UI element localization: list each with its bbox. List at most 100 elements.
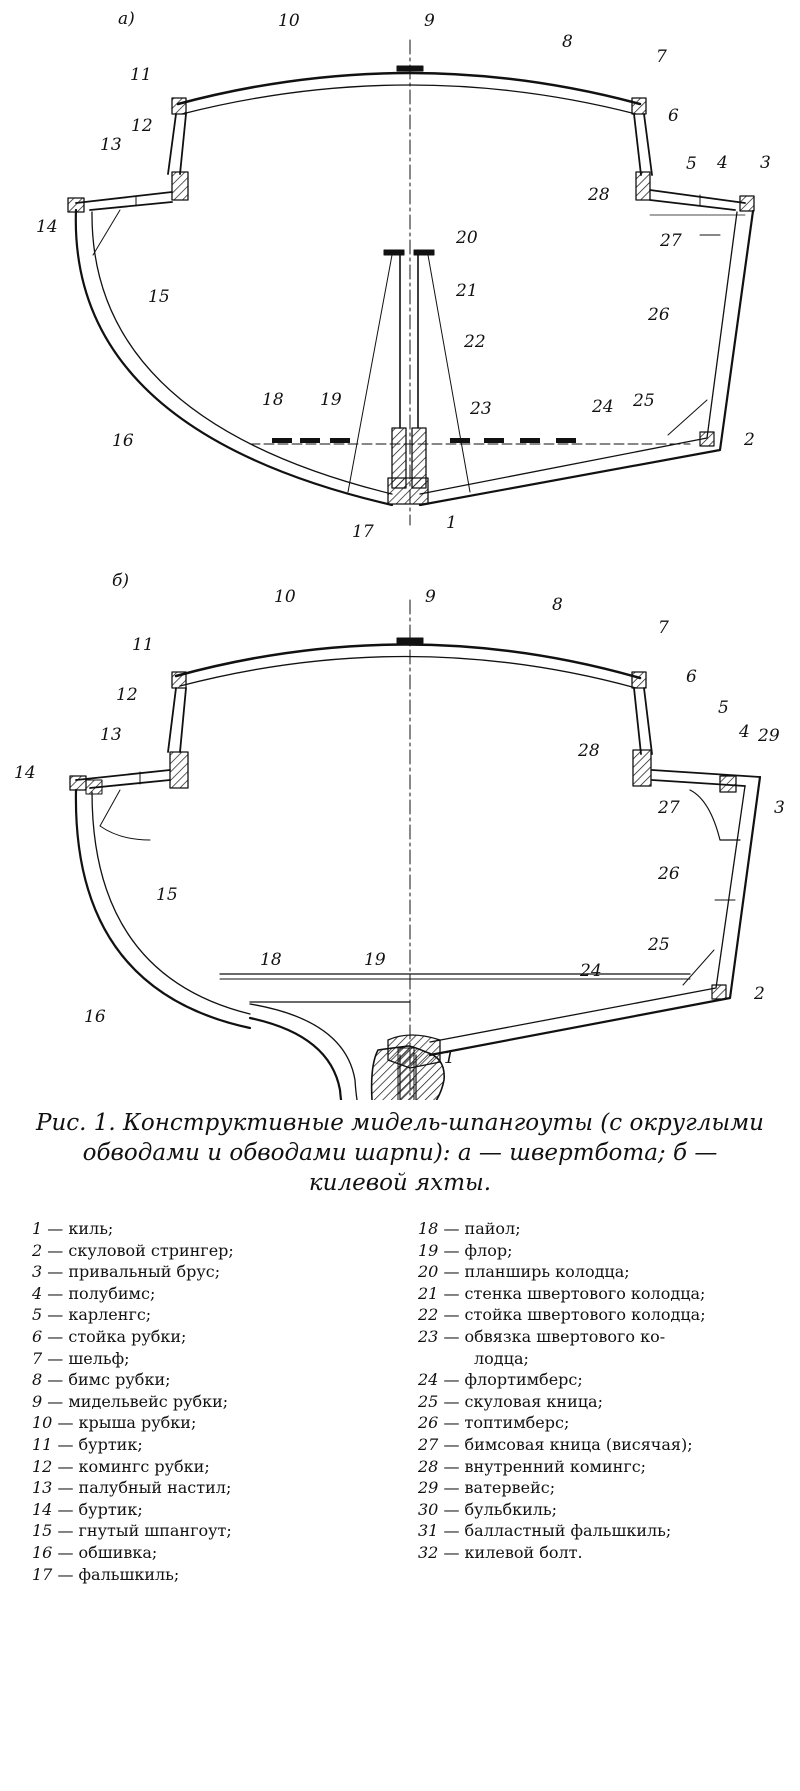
label-b-2: 2 [753, 984, 765, 1004]
label-b-1: 1 [444, 1048, 455, 1068]
legend-text: — киль; [42, 1219, 114, 1238]
label-b-15: 15 [156, 885, 178, 905]
legend-text: — флор; [438, 1240, 513, 1260]
label-a-24: 24 [591, 397, 614, 417]
legend-text: — крыша рубки; [52, 1413, 197, 1433]
legend-item: 25 — скуловая кница; [418, 1391, 788, 1413]
legend-item: 11 — буртик; [32, 1434, 412, 1456]
legend-item: 24 — флортимберс; [418, 1369, 788, 1391]
caption-line-2: обводами и обводами шарпи): а — швертбот… [82, 1140, 718, 1166]
legend-number: 5 [32, 1305, 43, 1325]
legend-item: 28 — внутренний комингс; [418, 1456, 788, 1478]
legend-number: 15 [32, 1521, 53, 1541]
label-b-13: 13 [100, 725, 122, 745]
caption-line-1: Рис. 1. Конструктивные мидель-шпангоуты … [36, 1110, 764, 1136]
label-b-25: 25 [647, 935, 670, 955]
legend-number: 27 [418, 1434, 439, 1454]
legend-text: — шельф; [42, 1348, 130, 1368]
legend-item: 17 — фальшкиль; [32, 1564, 412, 1586]
label-b-4: 4 [738, 722, 750, 742]
label-b-6: 6 [686, 667, 697, 687]
legend-item: 15 — гнутый шпангоут; [32, 1520, 412, 1542]
labels-a: а) 10 9 8 7 6 5 4 3 28 27 26 25 24 2 11 … [36, 9, 771, 542]
legend-number: 4 [32, 1283, 43, 1303]
label-a-4: 4 [716, 153, 728, 173]
legend-text: — полубимс; [42, 1283, 156, 1303]
legend-text: — палубный настил; [52, 1478, 232, 1498]
legend-right-column: 18 — пайол;19 — флор;20 — планширь колод… [418, 1218, 788, 1564]
label-a-3: 3 [760, 153, 771, 173]
legend-number: 2 [32, 1240, 43, 1260]
hull-round-a [74, 208, 394, 507]
legend-text: — привальный брус; [42, 1262, 221, 1282]
hull-section-diagram: а) 10 9 8 7 6 5 4 3 28 27 26 25 24 2 11 … [14, 9, 785, 1100]
legend-text: — флортимберс; [438, 1370, 583, 1390]
label-a-23: 23 [469, 399, 492, 419]
legend-number: 24 [418, 1370, 439, 1390]
legend-text: — комингс рубки; [52, 1456, 210, 1476]
label-b-12: 12 [116, 685, 138, 705]
label-a-8: 8 [562, 32, 573, 52]
legend-item: 21 — стенка швертового колодца; [418, 1283, 788, 1305]
legend-text: — скуловой стрингер; [42, 1240, 234, 1260]
caption-line-3: килевой яхты. [308, 1170, 492, 1196]
label-b-19: 19 [364, 950, 386, 970]
legend-number: 23 [418, 1326, 439, 1346]
legend-text: — стенка швертового колодца; [438, 1283, 706, 1303]
legend-number: 14 [32, 1499, 53, 1519]
hull-sharpie-a [418, 209, 755, 507]
legend-item: 2 — скуловой стрингер; [32, 1240, 412, 1262]
legend-text: — килевой болт. [438, 1542, 583, 1562]
label-b-28: 28 [577, 741, 600, 761]
legend-text: — топтимберс; [438, 1413, 570, 1433]
legend-text: — обшивка; [52, 1542, 158, 1562]
legend-number: 9 [32, 1391, 43, 1411]
legend-text: лодца; [474, 1348, 529, 1368]
cabin-roof-a [176, 71, 642, 106]
legend-number: 21 [418, 1283, 439, 1303]
label-b-7: 7 [658, 618, 669, 638]
legend-text: — балластный фальшкиль; [438, 1521, 672, 1541]
legend-text: — мидельвейс рубки; [42, 1391, 229, 1411]
legend-text: — гнутый шпангоут; [52, 1521, 232, 1541]
label-b-8: 8 [552, 595, 563, 615]
legend-item: 22 — стойка швертового колодца; [418, 1304, 788, 1326]
legend-number: 26 [418, 1413, 439, 1433]
label-a-10: 10 [278, 11, 300, 31]
label-a-1: 1 [446, 513, 457, 533]
label-a-9: 9 [424, 11, 435, 31]
legend-left-column: 1 — киль; 2 — скуловой стрингер;3 — прива… [32, 1218, 412, 1585]
legend-number: 30 [418, 1499, 439, 1519]
legend-item: 10 — крыша рубки; [32, 1412, 412, 1434]
legend-item: 8 — бимс рубки; [32, 1369, 412, 1391]
legend-item: 14 — буртик; [32, 1499, 412, 1521]
legend-text: — ватервейс; [438, 1478, 556, 1498]
legend-item: 19 — флор; [418, 1240, 788, 1262]
label-a-7: 7 [656, 47, 667, 67]
legend-number: 1 [32, 1219, 43, 1238]
hull-sharpie-b [428, 775, 762, 1057]
legend-text: — буртик; [52, 1434, 143, 1454]
legend-number: 32 [418, 1542, 439, 1562]
legend-number: 10 [32, 1413, 53, 1433]
legend-item: лодца; [418, 1348, 788, 1370]
legend-text: — пайол; [438, 1219, 521, 1238]
legend-number: 3 [32, 1262, 43, 1282]
legend-item: 7 — шельф; [32, 1348, 412, 1370]
label-a-11: 11 [130, 65, 152, 85]
label-a-14: 14 [36, 217, 58, 237]
label-a-6: 6 [668, 106, 679, 126]
legend-item: 32 — килевой болт. [418, 1542, 788, 1564]
legend-item: 23 — обвязка швертового ко- [418, 1326, 788, 1348]
panel-a-label: а) [118, 9, 135, 29]
legend-item: 30 — бульбкиль; [418, 1499, 788, 1521]
label-a-5: 5 [686, 154, 697, 174]
label-b-18: 18 [260, 950, 282, 970]
legend-item: 9 — мидельвейс рубки; [32, 1391, 412, 1413]
legend-number: 13 [32, 1478, 53, 1498]
legend-item: 4 — полубимс; [32, 1283, 412, 1305]
label-b-29: 29 [757, 726, 780, 746]
label-b-16: 16 [84, 1007, 106, 1027]
diagram-b [69, 599, 762, 1100]
legend-number: 17 [32, 1564, 53, 1584]
